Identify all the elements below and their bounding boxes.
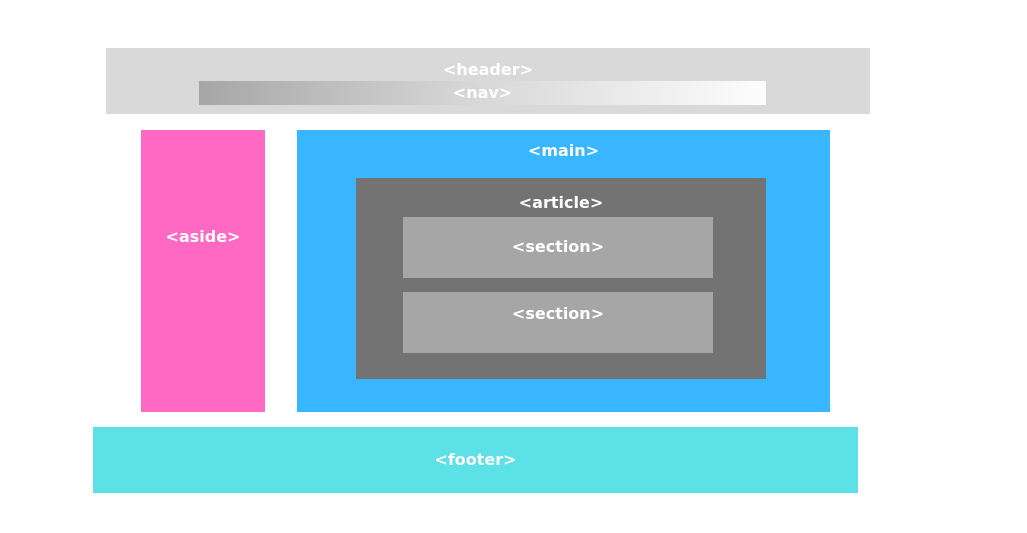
section-label-2: <section>	[511, 304, 605, 323]
section-label-1: <section>	[511, 237, 605, 256]
section-box-1: <section>	[403, 217, 713, 278]
footer-box: <footer>	[93, 427, 858, 493]
nav-label: <nav>	[452, 83, 513, 102]
footer-label: <footer>	[434, 450, 517, 469]
nav-box: <nav>	[199, 81, 766, 105]
header-label: <header>	[442, 60, 534, 79]
section-box-2: <section>	[403, 292, 713, 353]
article-label: <article>	[518, 193, 604, 212]
main-label: <main>	[527, 141, 600, 160]
aside-box: <aside>	[141, 130, 265, 412]
aside-label: <aside>	[165, 227, 241, 246]
